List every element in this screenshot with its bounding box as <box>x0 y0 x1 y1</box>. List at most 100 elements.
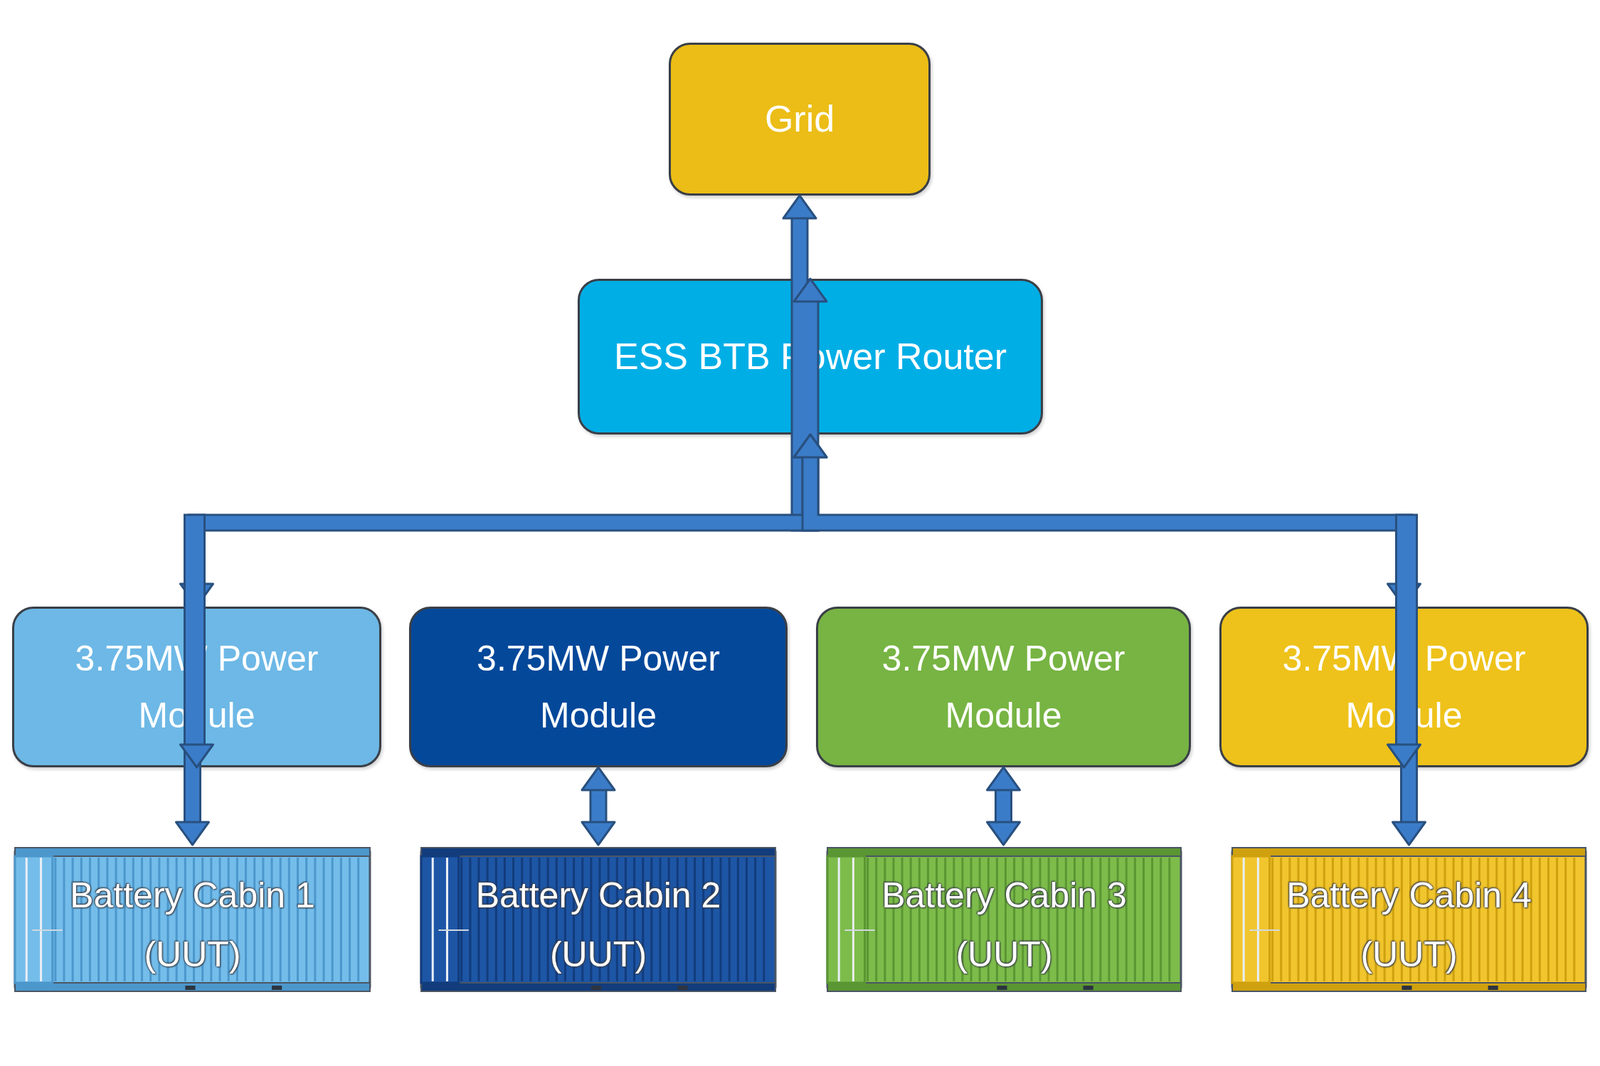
box-label: 3.75MW Power Module <box>14 630 380 745</box>
container-ridge <box>1159 857 1162 982</box>
container-ridge <box>1151 857 1154 982</box>
container-ridge <box>322 857 326 982</box>
power-flow-arrow <box>793 434 1421 607</box>
arrow-head <box>176 822 210 846</box>
battery-container: Battery Cabin 1 (UUT) <box>12 845 373 995</box>
grid-box: Grid <box>668 42 931 196</box>
power-flow-arrow <box>783 195 827 523</box>
forklift-slot <box>591 986 602 991</box>
power-module-box: 3.75MW Power Module <box>409 606 788 768</box>
door-handle <box>844 929 875 932</box>
box-label: Grid <box>743 89 856 149</box>
box-label: 3.75MW Power Module <box>818 630 1189 745</box>
container-bottom-rail <box>1232 983 1586 992</box>
arrow-shaft <box>192 522 198 824</box>
arrow-head <box>1392 822 1426 846</box>
arrow-head <box>793 278 827 302</box>
container-ridge <box>1555 857 1559 982</box>
container-ridge <box>62 857 65 982</box>
door-bar <box>446 857 449 982</box>
arrow-shaft <box>810 456 1405 586</box>
container-ridge <box>460 857 463 982</box>
door-bar <box>25 857 28 982</box>
container-bottom-rail <box>14 983 370 992</box>
arrow-head <box>581 822 615 846</box>
arrow-head <box>793 434 827 458</box>
arrow-shaft <box>1404 522 1410 824</box>
container-ridge <box>54 857 57 982</box>
arrow-head <box>180 584 214 607</box>
container-ridge <box>1142 857 1145 982</box>
container-ridge <box>1572 857 1576 982</box>
container-ridge <box>762 857 765 982</box>
arrow-head <box>987 822 1021 846</box>
container-bottom-rail <box>827 983 1181 992</box>
door-bar <box>838 857 841 982</box>
power-flow-arrow <box>581 767 615 846</box>
container-label: Battery Cabin 3 (UUT) <box>824 866 1184 984</box>
container-bottom-rail <box>421 983 776 992</box>
container-ridge <box>331 857 334 982</box>
arrow-shaft <box>799 216 811 523</box>
door-bar <box>431 857 434 982</box>
door-bar <box>1257 857 1260 982</box>
container-door <box>421 856 459 984</box>
door-bar <box>39 857 42 982</box>
container-ridge <box>745 857 748 982</box>
arrow-outline <box>589 788 608 824</box>
box-label: 3.75MW Power Module <box>1221 630 1587 745</box>
forklift-slot <box>271 986 282 991</box>
power-flow-arrow <box>987 767 1021 846</box>
forklift-slot <box>677 986 688 991</box>
container-ridge <box>1134 857 1137 982</box>
container-ridge <box>357 857 360 982</box>
arrow-shaft <box>197 456 812 586</box>
container-ridge <box>340 857 343 982</box>
arrow-head <box>987 767 1021 791</box>
container-top-rail <box>14 848 370 857</box>
container-door <box>14 856 53 984</box>
box-label: ESS BTB Power Router <box>592 327 1029 387</box>
container-ridge <box>1271 857 1274 982</box>
arrow-outline <box>192 522 198 824</box>
container-ridge <box>866 857 869 982</box>
arrow-shaft <box>591 788 606 824</box>
arrow-outline <box>799 216 811 523</box>
forklift-slot <box>1488 986 1499 991</box>
arrow-outline <box>1404 522 1410 824</box>
forklift-slot <box>1401 986 1412 991</box>
container-label: Battery Cabin 4 (UUT) <box>1229 866 1589 984</box>
door-handle <box>1249 929 1280 932</box>
door-handle <box>32 929 63 932</box>
arrow-outline <box>810 456 1405 586</box>
arrow-outline <box>197 456 812 586</box>
forklift-slot <box>184 986 195 991</box>
container-ridge <box>1547 857 1550 982</box>
arrow-head <box>581 767 615 791</box>
container-top-rail <box>827 848 1181 857</box>
container-label: Battery Cabin 2 (UUT) <box>418 866 779 984</box>
container-top-rail <box>421 848 776 857</box>
arrow-head <box>783 195 817 219</box>
container-label: Battery Cabin 1 (UUT) <box>12 866 373 984</box>
container-ridge <box>875 857 878 982</box>
door-handle <box>438 929 469 932</box>
box-label: 3.75MW Power Module <box>411 630 786 745</box>
container-door <box>1232 856 1270 984</box>
container-ridge <box>1538 857 1541 982</box>
arrow-shaft <box>996 788 1011 824</box>
power-flow-arrow <box>176 522 214 846</box>
container-ridge <box>468 857 471 982</box>
forklift-slot <box>996 986 1007 991</box>
power-module-box: 3.75MW Power Module <box>816 606 1191 768</box>
container-ridge <box>728 857 731 982</box>
container-ridge <box>348 857 351 982</box>
door-bar <box>1242 857 1245 982</box>
container-door <box>827 856 866 984</box>
arrow-head <box>1387 584 1421 607</box>
container-top-rail <box>1232 848 1586 857</box>
battery-container: Battery Cabin 2 (UUT) <box>418 845 779 995</box>
router-box: ESS BTB Power Router <box>577 278 1043 435</box>
arrow-head <box>793 434 827 458</box>
